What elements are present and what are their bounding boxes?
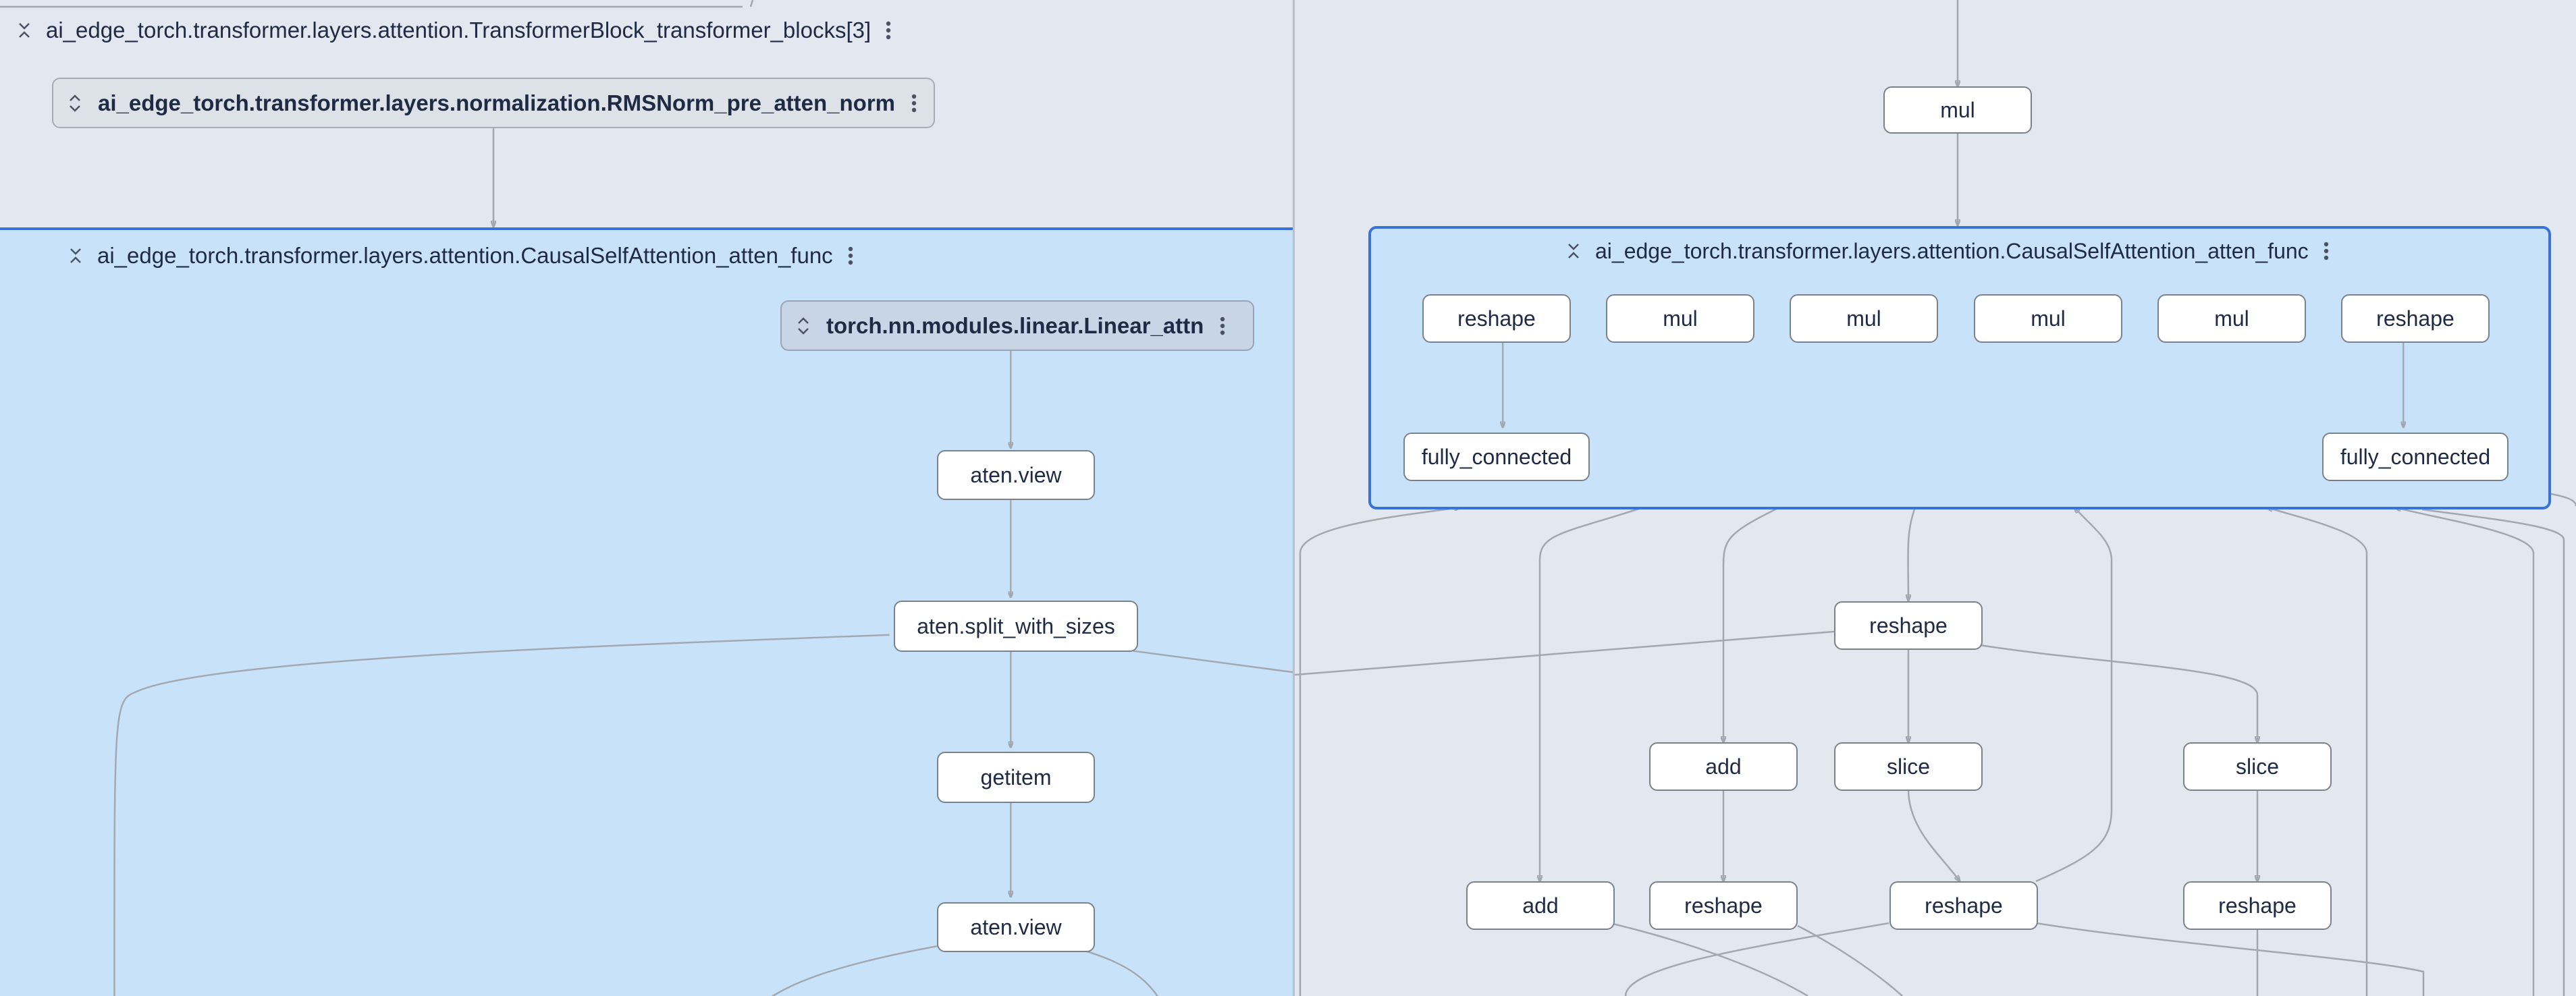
node-reshape-a[interactable]: reshape bbox=[1834, 601, 1983, 650]
rmsnorm-group[interactable]: ai_edge_torch.transformer.layers.normali… bbox=[52, 78, 935, 128]
edge-split-left bbox=[113, 634, 890, 996]
edge-add-b-out bbox=[1609, 922, 1808, 996]
edge-reshape-c-out-right bbox=[2035, 922, 2425, 996]
edge-loop-far-right bbox=[2421, 508, 2565, 996]
edge-reshape-c-out-left bbox=[1624, 922, 1889, 996]
edge-loop-mid-to-group bbox=[2267, 507, 2368, 996]
node-mul-1[interactable]: mul bbox=[1606, 294, 1754, 343]
edge-loop-left-to-group bbox=[1299, 507, 1460, 996]
expand-icon[interactable] bbox=[797, 316, 810, 335]
node-aten-split-with-sizes[interactable]: aten.split_with_sizes bbox=[894, 601, 1138, 652]
node-fully-connected-right[interactable]: fully_connected bbox=[2322, 433, 2508, 481]
collapse-icon[interactable] bbox=[69, 247, 82, 265]
node-reshape-right[interactable]: reshape bbox=[2341, 294, 2490, 343]
left-edges bbox=[0, 0, 754, 996]
node-getitem[interactable]: getitem bbox=[937, 752, 1095, 803]
node-fully-connected-left[interactable]: fully_connected bbox=[1403, 433, 1590, 481]
node-reshape-b[interactable]: reshape bbox=[1649, 881, 1798, 930]
node-slice-b[interactable]: slice bbox=[2183, 742, 2332, 791]
node-aten-view-2[interactable]: aten.view bbox=[937, 902, 1095, 952]
right-graph-pane[interactable]: mul ai_edge_torch.transformer.layers.att… bbox=[1295, 0, 2576, 996]
collapse-icon[interactable] bbox=[18, 22, 31, 39]
attention-group-header[interactable]: ai_edge_torch.transformer.layers.attenti… bbox=[69, 240, 853, 271]
node-slice-a[interactable]: slice bbox=[1834, 742, 1983, 791]
transformer-block-header[interactable]: ai_edge_torch.transformer.layers.attenti… bbox=[18, 15, 891, 46]
collapse-icon[interactable] bbox=[1567, 242, 1580, 260]
expand-icon[interactable] bbox=[68, 94, 82, 113]
edge-split-right bbox=[1133, 650, 1293, 673]
edge-view-out-right bbox=[1066, 945, 1158, 996]
edge-group-to-reshape-a bbox=[1908, 507, 1916, 601]
edge-view-out-left bbox=[771, 945, 940, 996]
edge-reshape-a-to-slice-b bbox=[1979, 644, 2257, 742]
node-aten-view[interactable]: aten.view bbox=[937, 450, 1095, 500]
attention-group-expanded[interactable]: ai_edge_torch.transformer.layers.attenti… bbox=[0, 227, 1293, 996]
transformer-block-label: ai_edge_torch.transformer.layers.attenti… bbox=[46, 18, 871, 43]
node-reshape-d[interactable]: reshape bbox=[2183, 881, 2332, 930]
node-add-a[interactable]: add bbox=[1649, 742, 1798, 791]
linear-attn-group[interactable]: torch.nn.modules.linear.Linear_attn bbox=[780, 300, 1254, 351]
node-add-b[interactable]: add bbox=[1466, 881, 1615, 930]
rmsnorm-label: ai_edge_torch.transformer.layers.normali… bbox=[98, 90, 896, 115]
node-mul-3[interactable]: mul bbox=[1974, 294, 2122, 343]
edge-group-to-add-a bbox=[1723, 506, 1780, 742]
edge-split-continue bbox=[1295, 630, 1835, 676]
more-vert-icon[interactable] bbox=[886, 20, 891, 40]
node-mul-2[interactable]: mul bbox=[1790, 294, 1938, 343]
node-reshape-left[interactable]: reshape bbox=[1422, 294, 1571, 343]
right-edges bbox=[1295, 0, 2576, 996]
node-mul-4[interactable]: mul bbox=[2157, 294, 2306, 343]
node-reshape-c[interactable]: reshape bbox=[1889, 881, 2038, 930]
more-vert-icon[interactable] bbox=[2324, 241, 2329, 261]
more-vert-icon[interactable] bbox=[848, 246, 853, 266]
edge-reshape-b-out bbox=[1797, 924, 1903, 996]
linear-attn-label: torch.nn.modules.linear.Linear_attn bbox=[826, 312, 1204, 338]
edge-group-to-add-b bbox=[1540, 506, 1644, 881]
node-mul-top[interactable]: mul bbox=[1883, 86, 2032, 134]
edge-slice-a-to-reshape-c bbox=[1907, 789, 1960, 881]
attention-group-right[interactable]: ai_edge_torch.transformer.layers.attenti… bbox=[1368, 226, 2551, 509]
more-vert-icon[interactable] bbox=[911, 93, 917, 113]
pane-divider[interactable] bbox=[1293, 0, 1295, 996]
edge-reshape-c-to-group bbox=[2035, 507, 2113, 883]
left-graph-pane[interactable]: ai_edge_torch.transformer.layers.attenti… bbox=[0, 0, 1293, 996]
attention-group-right-edges bbox=[1371, 339, 2548, 507]
edge-top-tail bbox=[749, 0, 754, 7]
more-vert-icon[interactable] bbox=[1220, 316, 1225, 336]
attention-group-right-label: ai_edge_torch.transformer.layers.attenti… bbox=[1595, 238, 2309, 263]
attention-group-right-header[interactable]: ai_edge_torch.transformer.layers.attenti… bbox=[1567, 236, 2329, 267]
edge-loop-right-to-group bbox=[2395, 507, 2535, 996]
attention-group-label: ai_edge_torch.transformer.layers.attenti… bbox=[97, 243, 833, 268]
